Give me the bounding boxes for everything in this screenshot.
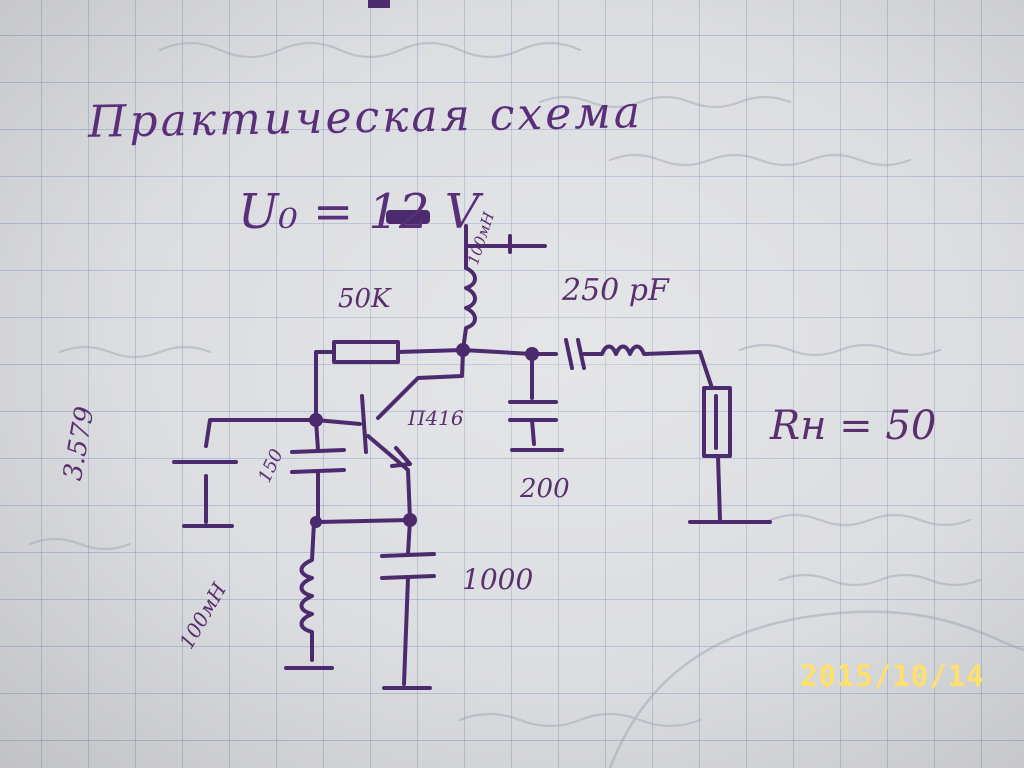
load-ground-wire: [716, 454, 722, 522]
base-lead: [314, 418, 362, 426]
transistor-label: П416: [408, 406, 464, 430]
output-wire: [582, 344, 714, 390]
crystal-lead: [204, 418, 318, 448]
shunt-capacitor-label: 200: [520, 474, 570, 504]
date-stamp: 2015/10/14: [800, 659, 985, 693]
emitter-node-wire: [316, 518, 412, 524]
base-resistor: [332, 340, 400, 364]
collector-to-transistor: [376, 348, 465, 420]
base-resistor-wires: [314, 348, 465, 422]
top-mark: [368, 0, 390, 8]
shunt-cap-lower: [530, 418, 536, 446]
collector-to-output-wire: [461, 348, 558, 356]
emitter-capacitor-label: 1000: [462, 563, 534, 596]
emitter-choke: [299, 520, 316, 662]
emitter-capacitor: [380, 552, 436, 580]
page-title: Практическая схема: [87, 87, 644, 148]
emitter-node-left: [310, 516, 322, 528]
load-label: Rн = 50: [770, 403, 937, 449]
supply-voltage-label: U₀ = 12 V: [238, 184, 480, 240]
supply-tick: [464, 234, 547, 254]
shunt-capacitor: [508, 400, 558, 422]
supply-scribble: [386, 210, 430, 224]
base-resistor-label: 50K: [338, 284, 391, 314]
base-node: [309, 413, 323, 427]
emitter-cap-ground-wire: [402, 576, 410, 686]
emitter-node-right: [403, 513, 417, 527]
output-capacitor-label: 250 pF: [562, 273, 669, 308]
base-bar: [360, 394, 368, 454]
emitter-lead: [366, 434, 412, 522]
feedback-capacitor: [290, 448, 346, 474]
collector-node: [456, 343, 470, 357]
emitter-arrow: [390, 446, 412, 468]
collector-choke: [461, 266, 477, 352]
output-capacitor: [564, 338, 586, 370]
output-node: [525, 347, 539, 361]
